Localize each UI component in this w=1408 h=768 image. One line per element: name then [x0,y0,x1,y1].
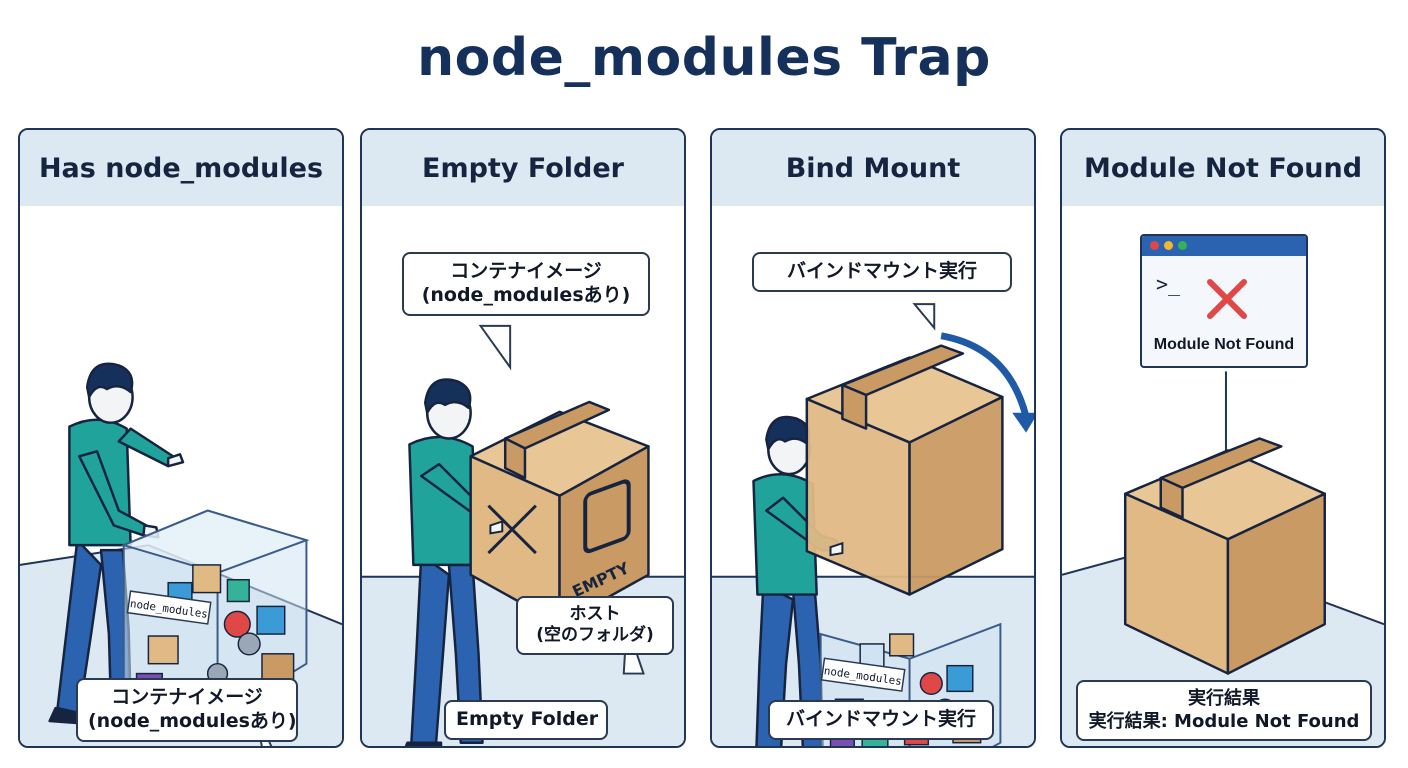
terminal-titlebar [1142,236,1306,256]
panel-empty-folder: Empty Folder EMPTY [360,128,686,748]
label-line: バインドマウント実行 [786,260,977,282]
person-icon [404,378,500,746]
callout-bind-mount: バインドマウント実行 [752,252,1012,292]
terminal-error-text: Module Not Found [1153,336,1295,353]
illustration-glass-box-with-modules: node_modules [20,362,342,746]
maximize-dot-icon [1178,241,1187,250]
page-title: node_modules Trap [417,28,991,88]
label-line: (node_modulesあり) [88,709,297,732]
error-x-icon [1207,279,1247,319]
node-modules-tag: node_modules [820,657,906,692]
arrow-icon [940,332,1030,418]
node-modules-tag: node_modules [126,590,212,625]
minimize-dot-icon [1164,241,1173,250]
callout-container-image: コンテナイメージ (node_modulesあり) [402,252,650,316]
bottom-label-empty-folder: Empty Folder [444,700,608,740]
panel-has-node-modules: Has node_modules [18,128,344,748]
cardboard-box [1123,437,1326,675]
label-line: 実行結果 [1188,688,1260,709]
bottom-label-container-image: コンテナイメージ (node_modulesあり) [76,678,298,742]
label-line: (空のフォルダ) [536,625,654,646]
label-line: 実行結果: Module Not Found [1088,710,1360,732]
bottom-label-result: 実行結果 実行結果: Module Not Found [1076,680,1372,741]
panel-heading: Bind Mount [712,130,1034,206]
cardboard-box-empty [469,400,650,626]
bottom-label-bind-mount: バインドマウント実行 [768,700,994,740]
panel-heading: Module Not Found [1062,130,1384,206]
callout-host-empty-folder: ホスト (空のフォルダ) [516,596,674,655]
person-icon [752,415,840,746]
close-dot-icon [1150,241,1159,250]
label-line: バインドマウント実行 [785,708,976,730]
illustration-box-covering-modules: node_modules [712,303,1034,746]
panel-bind-mount: Bind Mount [710,128,1036,748]
label-line: コンテナイメージ [111,686,263,708]
label-line: (node_modulesあり) [421,283,631,306]
terminal-window: >_ Module Not Found [1140,234,1308,368]
label-line: ホスト [569,604,621,624]
glass-box [120,509,310,720]
panel-heading: Has node_modules [20,130,342,206]
panel-heading: Empty Folder [362,130,684,206]
panel-module-not-found: Module Not Found >_ Module Not Found 実行結 [1060,128,1386,748]
terminal-prompt: >_ [1156,272,1181,296]
cardboard-box [805,344,1004,596]
label-line: コンテナイメージ [450,260,602,282]
label-line: Empty Folder [456,708,599,730]
